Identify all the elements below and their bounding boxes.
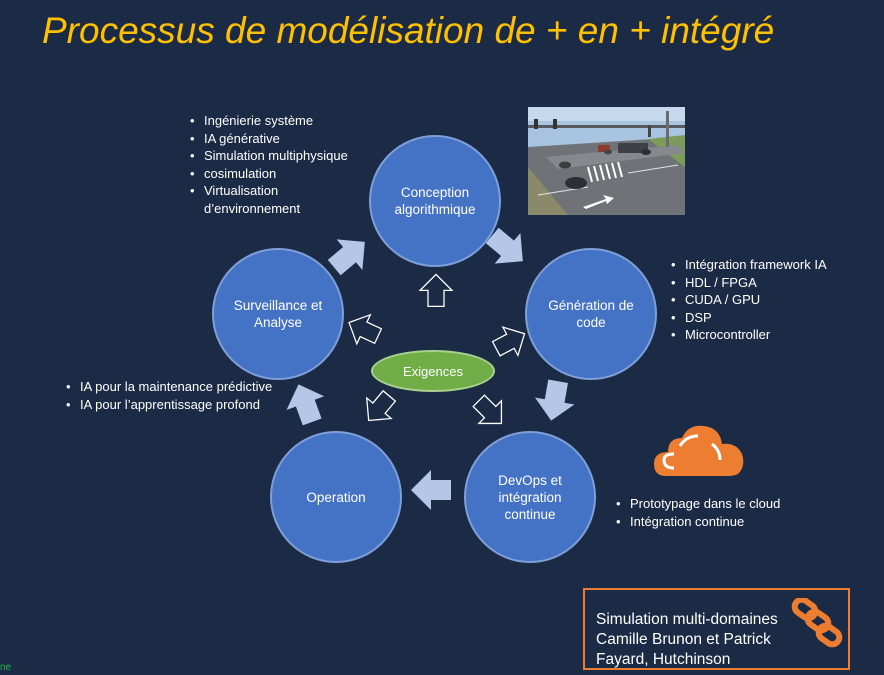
corner-text: ne [0,662,12,673]
node-conception: Conception algorithmique [369,135,501,267]
list-item: Microcontroller [667,326,827,344]
arrow-devops-to-operation [411,470,451,510]
list-item: IA générative [186,130,348,148]
node-label: Génération de code [548,298,634,330]
surveillance-list: IA pour la maintenance prédictive IA pou… [62,378,272,413]
node-surveillance: Surveillance et Analyse [212,248,344,380]
list-item: Intégration continue [612,513,780,531]
node-operation: Operation [270,431,402,563]
list-item: Ingénierie système [186,112,348,130]
generation-list: Intégration framework IA HDL / FPGA CUDA… [667,256,827,344]
node-label: DevOps et intégration continue [498,472,562,522]
arrow-exigences-to-conception [419,273,453,308]
chain-link-icon [791,598,843,648]
node-label: Surveillance et Analyse [233,298,323,330]
list-item: cosimulation [186,165,348,183]
credit-text: Simulation multi-domaines Camille Brunon… [596,611,778,668]
arrow-exigences-to-surveillance [341,307,386,352]
page-title: Processus de modélisation de + en + inté… [42,10,775,51]
node-label: Conception algorithmique [394,185,476,217]
list-item: CUDA / GPU [667,291,827,309]
devops-list: Prototypage dans le cloud Intégration co… [612,495,780,530]
arrow-operation-to-surveillance [279,377,331,429]
arrow-generation-to-devops [531,377,578,425]
list-item: DSP [667,309,827,327]
node-label: Exigences [403,363,463,379]
list-item: Simulation multiphysique [186,147,348,165]
list-item: IA pour l’apprentissage profond [62,396,272,414]
conception-list: Ingénierie système IA générative Simulat… [186,112,348,217]
credit-box: Simulation multi-domaines Camille Brunon… [583,588,850,670]
cloud-icon [654,425,744,476]
list-item: Prototypage dans le cloud [612,495,780,513]
arrow-exigences-to-operation [355,385,403,432]
list-item: Intégration framework IA [667,256,827,274]
node-generation: Génération de code [525,248,657,380]
arrow-exigences-to-devops [466,388,514,436]
list-item: HDL / FPGA [667,274,827,292]
list-item: IA pour la maintenance prédictive [62,378,272,396]
list-item: Virtualisation d’environnement [186,182,348,217]
node-exigences: Exigences [371,350,495,392]
traffic-scene-image [528,107,685,215]
node-label: Operation [306,489,366,505]
node-devops: DevOps et intégration continue [464,431,596,563]
